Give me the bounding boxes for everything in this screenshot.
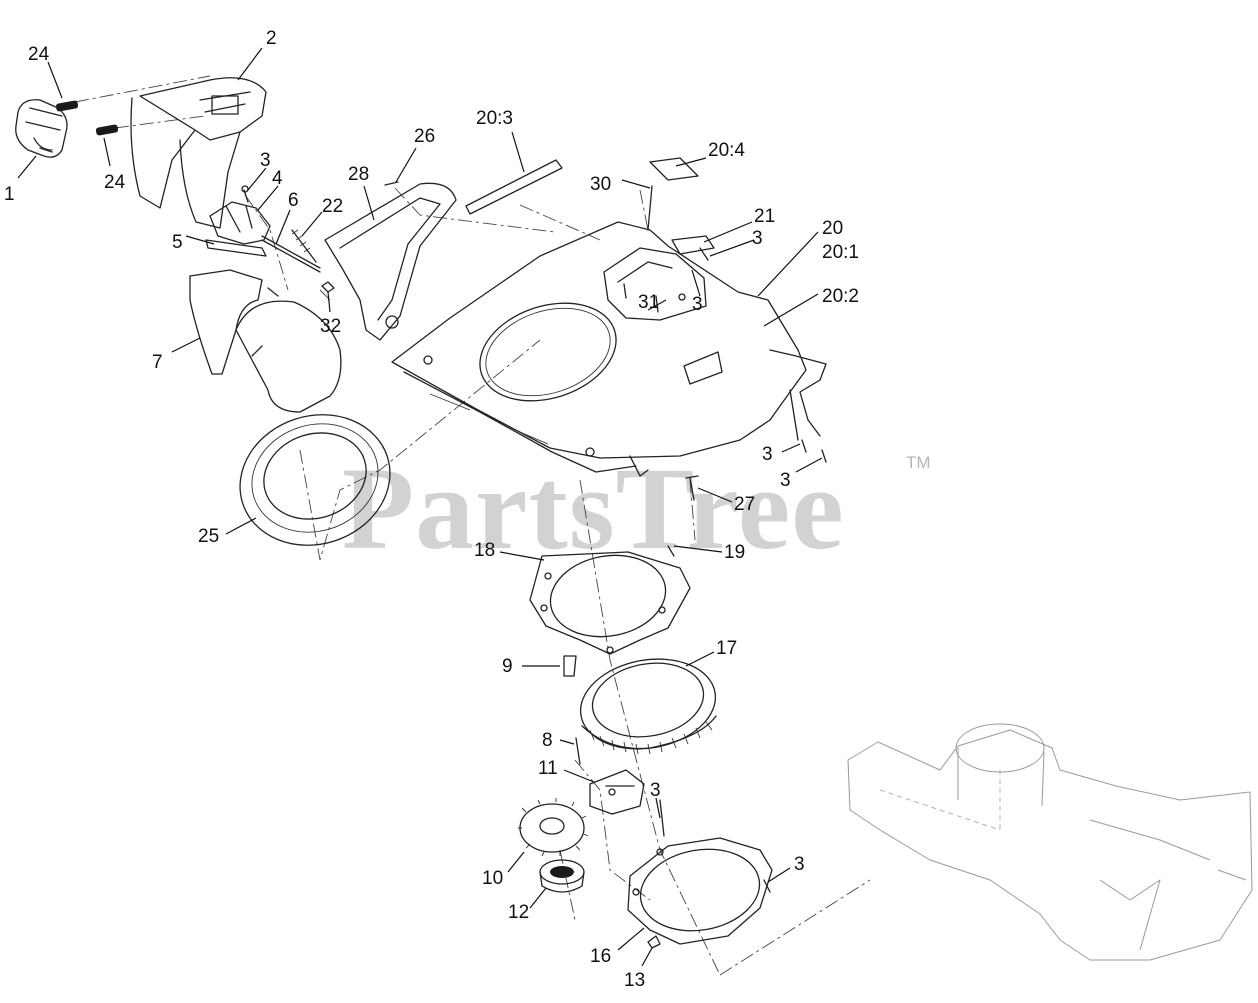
part-labels: 24 2 1 24 3 4 6 22 5 32 7 26 28 20:3 20:…	[4, 28, 859, 991]
part-28-chute-arm	[324, 182, 457, 341]
label-8: 8	[542, 730, 553, 751]
part-12-pulley	[539, 859, 585, 893]
part-30-screw	[647, 185, 653, 231]
label-5: 5	[172, 232, 183, 253]
part-6-rod	[261, 235, 321, 273]
label-25: 25	[198, 526, 219, 547]
label-3-lower: 3	[794, 854, 805, 875]
label-7: 7	[152, 352, 163, 373]
part-17-ring-gear	[579, 658, 717, 755]
label-30: 30	[590, 174, 611, 195]
part-31-bolts	[623, 283, 659, 313]
label-24-upper: 24	[28, 44, 50, 65]
part-18-ring-bracket	[529, 551, 691, 655]
label-20-1: 20:1	[822, 242, 859, 263]
part-20-3-strip	[465, 159, 563, 215]
label-32: 32	[320, 316, 341, 337]
label-17: 17	[716, 638, 737, 659]
part-24-springs	[55, 100, 119, 136]
part-25-ring	[239, 414, 391, 546]
label-3-right: 3	[752, 228, 763, 249]
label-3-side-a: 3	[762, 444, 773, 465]
label-6: 6	[288, 190, 299, 211]
part-20-4-decal	[649, 157, 699, 181]
part-19-screw	[667, 545, 675, 557]
part-4-bracket	[209, 185, 271, 245]
label-26: 26	[414, 126, 435, 147]
auger-housing-reference	[847, 723, 1253, 961]
label-4: 4	[272, 168, 283, 189]
leader-lines	[17, 47, 823, 967]
label-20-3: 20:3	[476, 108, 513, 129]
label-11: 11	[538, 758, 558, 779]
part-21-bracket	[671, 235, 715, 255]
label-28: 28	[348, 164, 369, 185]
part-27-screw	[685, 475, 699, 501]
label-10: 10	[482, 868, 503, 889]
part-7-chute-deflector	[189, 269, 342, 413]
part-3-bolts	[699, 247, 827, 463]
part-13-nut	[647, 935, 661, 949]
label-22: 22	[322, 196, 343, 217]
part-11-gear-plate	[589, 769, 645, 815]
label-31: 31	[638, 292, 659, 313]
label-9: 9	[502, 656, 513, 677]
label-3-side-b: 3	[780, 470, 791, 491]
label-24-lower: 24	[104, 172, 126, 193]
label-12: 12	[508, 902, 529, 923]
label-3-housing: 3	[692, 294, 703, 315]
watermark-brand: PartsTree	[342, 443, 845, 574]
part-32-nut	[321, 281, 335, 293]
part-3-bolt-lower	[659, 799, 771, 893]
label-21: 21	[754, 206, 775, 227]
label-16: 16	[590, 946, 611, 967]
part-22-bolt	[291, 229, 317, 263]
label-3-bracket: 3	[260, 150, 271, 171]
label-27: 27	[734, 494, 755, 515]
part-16-lower-bracket	[627, 837, 773, 945]
part-26-pin	[384, 181, 399, 186]
label-18: 18	[474, 540, 495, 561]
watermark: PartsTree TM	[342, 443, 931, 574]
label-1: 1	[4, 184, 15, 205]
part-10-gear	[518, 798, 589, 857]
label-20-4: 20:4	[708, 140, 745, 161]
label-3-gear: 3	[650, 780, 661, 801]
watermark-trademark: TM	[906, 453, 931, 472]
part-2-top-cover	[130, 77, 267, 229]
assembly-centerlines	[74, 75, 871, 976]
label-13: 13	[624, 970, 645, 991]
label-19: 19	[724, 542, 745, 563]
part-20-housing	[391, 221, 827, 477]
part-9-pin	[563, 655, 577, 677]
label-20: 20	[822, 218, 843, 239]
label-2: 2	[266, 28, 277, 49]
part-1-handle-grip	[15, 99, 68, 158]
label-20-2: 20:2	[822, 286, 859, 307]
part-5-plate	[205, 239, 267, 257]
part-8-pin	[575, 737, 581, 765]
